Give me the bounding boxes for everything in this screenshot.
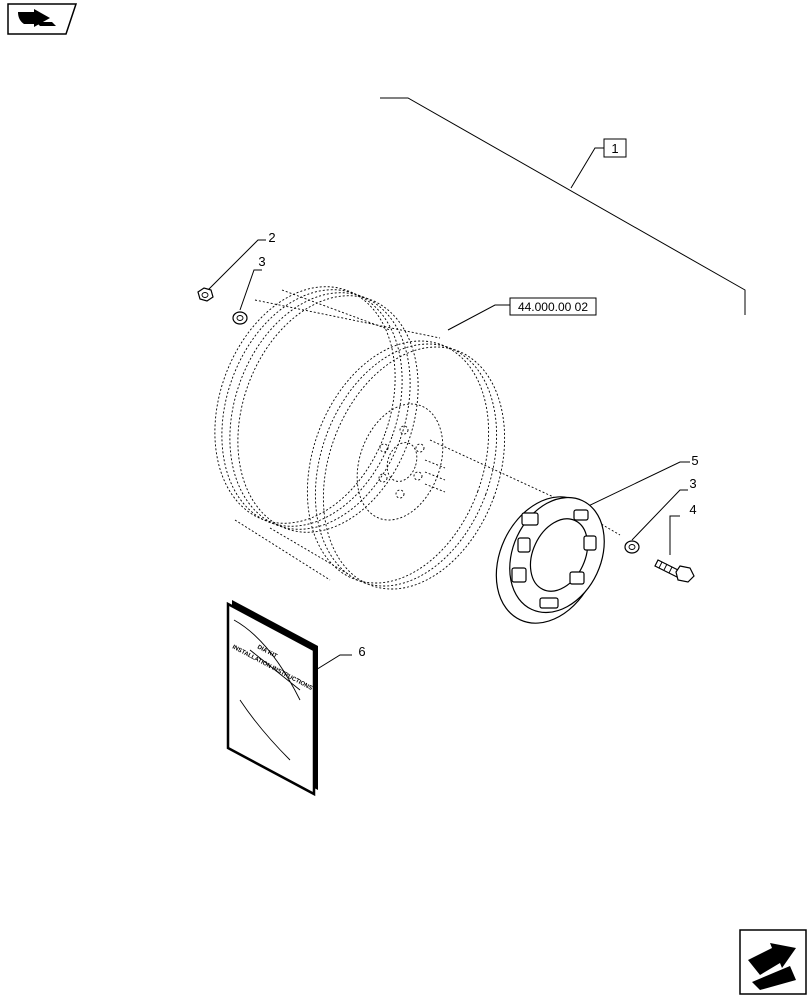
reference-callout: 44.000.00 02 xyxy=(518,300,588,314)
wheel-rim-reference xyxy=(214,286,621,590)
installation-instructions-booklet: DIA KIT INSTALLATION INSTRUCTIONS xyxy=(226,600,318,797)
bolt xyxy=(654,559,695,583)
callout-3-upper: 3 xyxy=(258,254,265,269)
callout-4: 4 xyxy=(689,502,696,517)
next-page-arrow-icon[interactable] xyxy=(739,929,807,995)
wheel-weight xyxy=(495,496,605,624)
callout-2: 2 xyxy=(268,230,275,245)
washer-upper xyxy=(232,311,248,325)
nut xyxy=(197,287,214,302)
previous-page-arrow-icon[interactable] xyxy=(7,3,78,35)
callout-6: 6 xyxy=(358,644,365,659)
callout-1: 1 xyxy=(611,141,618,156)
washer-lower xyxy=(624,540,640,554)
callout-5: 5 xyxy=(691,453,698,468)
kit-bracket xyxy=(380,97,746,315)
callout-3-lower: 3 xyxy=(689,476,696,491)
